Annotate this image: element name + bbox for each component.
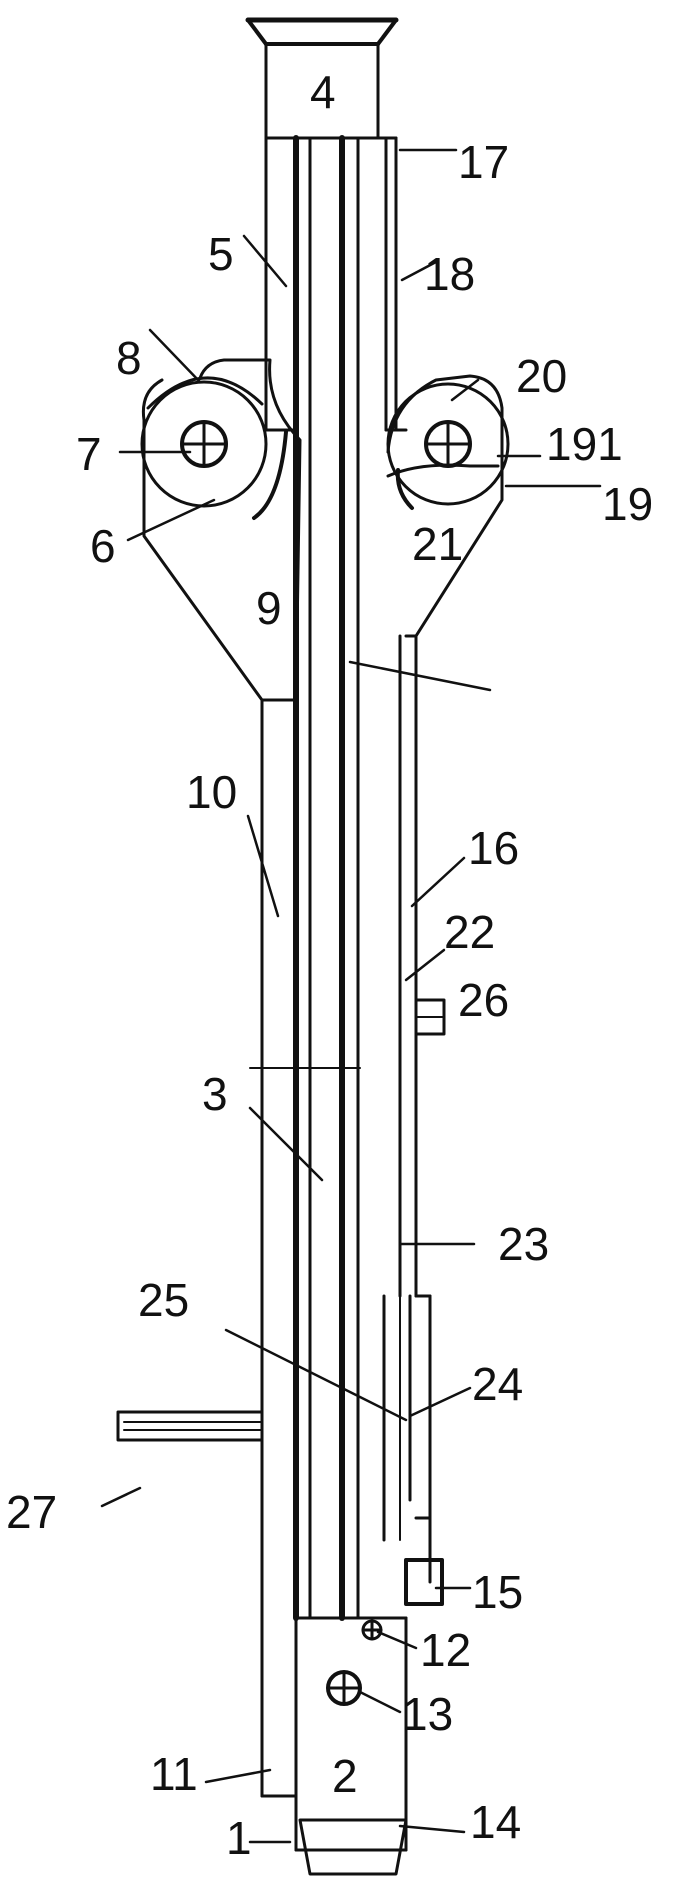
label-4: 4	[310, 66, 336, 118]
label-3: 3	[202, 1068, 228, 1120]
label-20: 20	[516, 350, 567, 402]
left-hopper	[141, 358, 302, 702]
cone-tip	[298, 1818, 408, 1876]
label-18: 18	[424, 248, 475, 300]
label-12: 12	[420, 1624, 471, 1676]
leader-lines	[100, 148, 602, 1844]
label-25: 25	[138, 1274, 189, 1326]
label-5: 5	[208, 228, 234, 280]
label-14: 14	[470, 1796, 521, 1848]
right-wheel	[386, 382, 510, 506]
label-191: 191	[546, 418, 623, 470]
label-24: 24	[472, 1358, 523, 1410]
valve-12	[361, 1619, 383, 1641]
label-13: 13	[402, 1688, 453, 1740]
label-2: 2	[332, 1750, 358, 1802]
label-19: 19	[602, 478, 653, 530]
label-16: 16	[468, 822, 519, 874]
label-26: 26	[458, 974, 509, 1026]
label-8: 8	[116, 332, 142, 384]
label-11: 11	[150, 1748, 198, 1800]
label-1: 1	[226, 1812, 252, 1864]
valve-13	[326, 1670, 362, 1706]
upper-right-tube	[384, 136, 408, 432]
label-17: 17	[458, 136, 509, 188]
label-21: 21	[412, 518, 463, 570]
label-27: 27	[6, 1486, 57, 1538]
fitting-26	[414, 998, 446, 1036]
label-7: 7	[76, 428, 102, 480]
label-10: 10	[186, 766, 237, 818]
lower-body	[294, 1616, 408, 1852]
fitting-15	[404, 1558, 444, 1606]
label-15: 15	[472, 1566, 523, 1618]
top-cap	[245, 17, 399, 140]
right-lower-tube	[382, 634, 432, 1584]
side-pipe	[116, 1410, 264, 1442]
left-wheel	[140, 380, 268, 508]
left-lower-casing	[260, 698, 298, 1798]
label-23: 23	[498, 1218, 549, 1270]
label-22: 22	[444, 906, 495, 958]
label-6: 6	[90, 520, 116, 572]
label-9: 9	[256, 582, 282, 634]
